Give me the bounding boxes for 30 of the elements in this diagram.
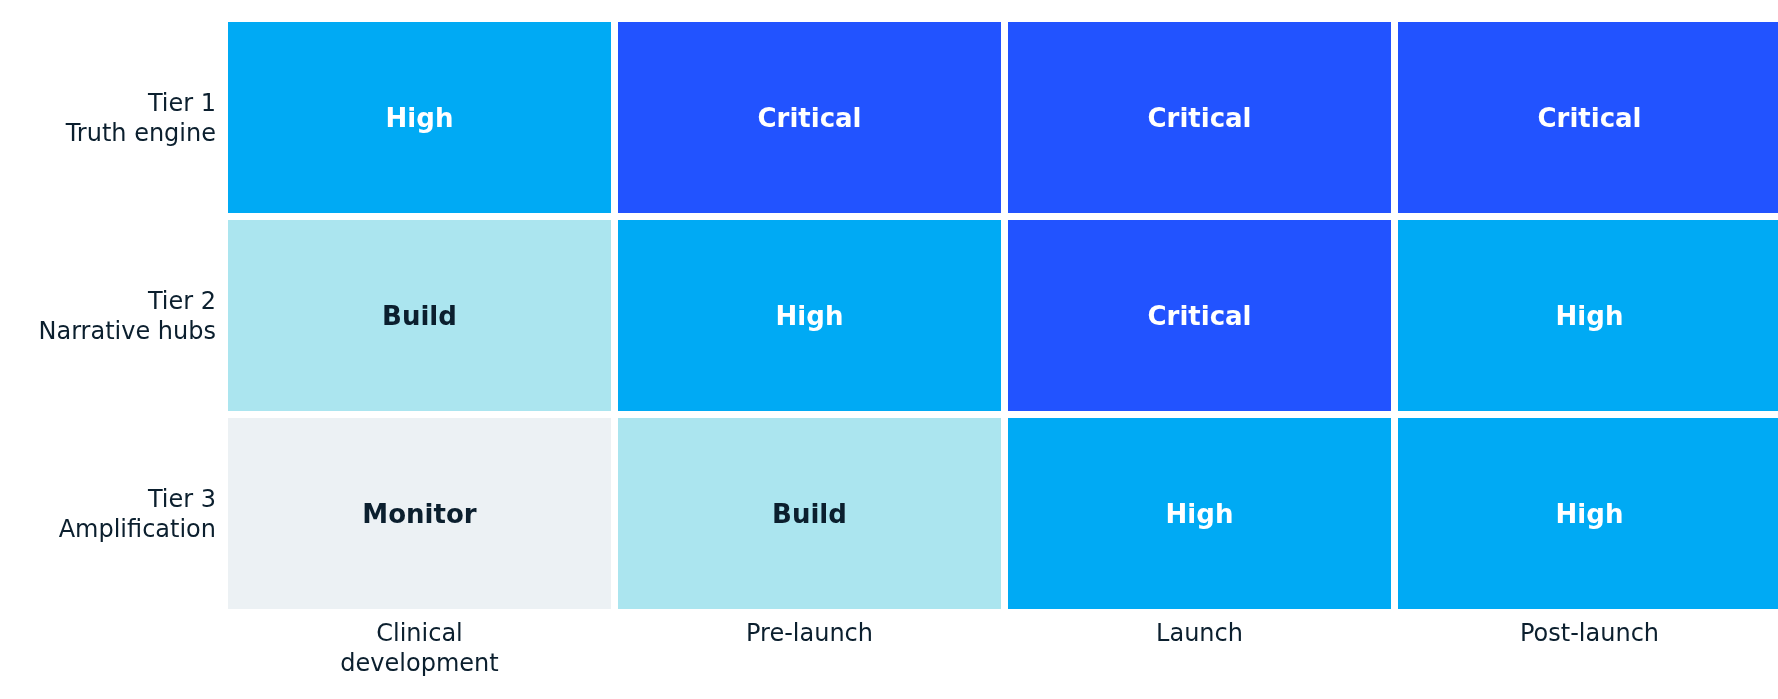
cell-rating: High: [1555, 300, 1624, 331]
heatmap-cell: [618, 22, 1001, 213]
heatmap-cell: [618, 220, 1001, 411]
column-label: Launch: [1155, 618, 1244, 648]
heatmap-cell: [228, 22, 611, 213]
heatmap-cell: [1398, 220, 1778, 411]
row-label: Tier 1 Truth engine: [65, 87, 216, 148]
cell-rating: High: [1555, 498, 1624, 529]
cell-rating: Critical: [1147, 102, 1252, 133]
heatmap-cell: [1398, 418, 1778, 609]
cell-rating: Build: [382, 300, 457, 331]
column-label: Post-launch: [1518, 618, 1661, 648]
row-label: Tier 2 Narrative hubs: [38, 285, 216, 346]
column-label: Pre-launch: [745, 618, 874, 648]
cell-rating: High: [775, 300, 844, 331]
heatmap-cell: [1008, 22, 1391, 213]
heatmap-cell: [1398, 22, 1778, 213]
cell-rating: Critical: [757, 102, 862, 133]
cell-rating: Build: [772, 498, 847, 529]
row-label: Tier 3 Amplification: [58, 483, 216, 544]
cell-rating: High: [1165, 498, 1234, 529]
heatmap-cell: [1008, 418, 1391, 609]
column-label: Clinical development: [339, 618, 500, 678]
cell-rating: Critical: [1147, 300, 1252, 331]
cell-rating: Critical: [1537, 102, 1642, 133]
heatmap-cell: [1008, 220, 1391, 411]
cell-rating: Monitor: [362, 498, 477, 529]
cell-rating: High: [385, 102, 454, 133]
heatmap-cell: [228, 220, 611, 411]
heatmap-cell: [618, 418, 1001, 609]
